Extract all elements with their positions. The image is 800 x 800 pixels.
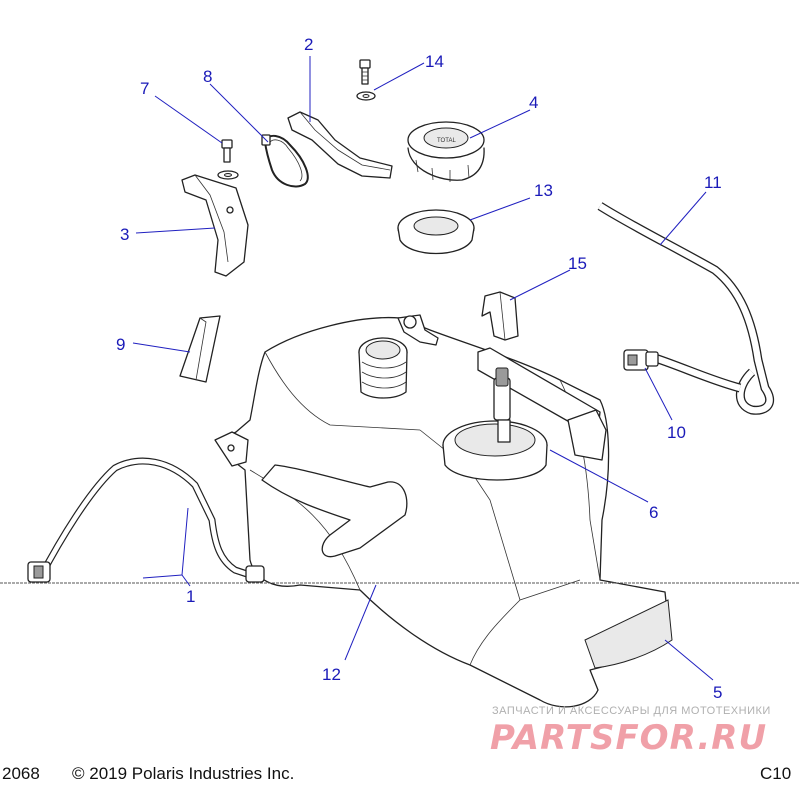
- bolt-and-washer: [356, 59, 376, 101]
- leader-lines: [132, 56, 714, 681]
- callout-7: 7: [140, 79, 149, 98]
- callout-11: 11: [704, 173, 722, 192]
- vent-line: [597, 202, 774, 415]
- vent-connector: [623, 349, 659, 371]
- callout-1: 1: [186, 587, 195, 606]
- callout-3: 3: [120, 225, 129, 244]
- callout-labels: 1 2 3 4 5 6 7 8 9 10 11 12 13 14 15: [116, 35, 722, 702]
- figure-number: 2068: [2, 764, 40, 783]
- page-code: C10: [760, 764, 792, 783]
- tank-skid-plate: [584, 599, 673, 669]
- callout-6: 6: [649, 503, 658, 522]
- fuel-line: [27, 457, 265, 583]
- callout-5: 5: [713, 683, 722, 702]
- callout-2: 2: [304, 35, 313, 54]
- fuel-cap: TOTAL: [407, 121, 485, 182]
- bracket-bolt: [217, 139, 239, 180]
- copyright-notice: © 2019 Polaris Industries Inc.: [72, 764, 295, 783]
- callout-10: 10: [667, 423, 686, 442]
- callout-8: 8: [203, 67, 212, 86]
- callout-4: 4: [529, 93, 538, 112]
- foam-pad: [179, 315, 221, 383]
- callout-15: 15: [568, 254, 587, 273]
- fuel-cap-text: TOTAL: [437, 138, 456, 144]
- filler-seal-ring: [397, 209, 475, 255]
- callout-9: 9: [116, 335, 125, 354]
- callout-12: 12: [322, 665, 341, 684]
- fuel-tank: [214, 314, 673, 708]
- bracket-upper: [287, 111, 393, 179]
- callout-14: 14: [425, 52, 444, 71]
- callout-13: 13: [534, 181, 553, 200]
- bracket-side: [181, 174, 249, 277]
- watermark-logo: PARTSFOR.RU: [490, 718, 768, 758]
- retainer-clip: [481, 291, 519, 341]
- watermark-tagline: ЗАПЧАСТИ И АКСЕССУАРЫ ДЛЯ МОТОТЕХНИКИ: [492, 705, 771, 717]
- hose-clamp: [261, 134, 309, 188]
